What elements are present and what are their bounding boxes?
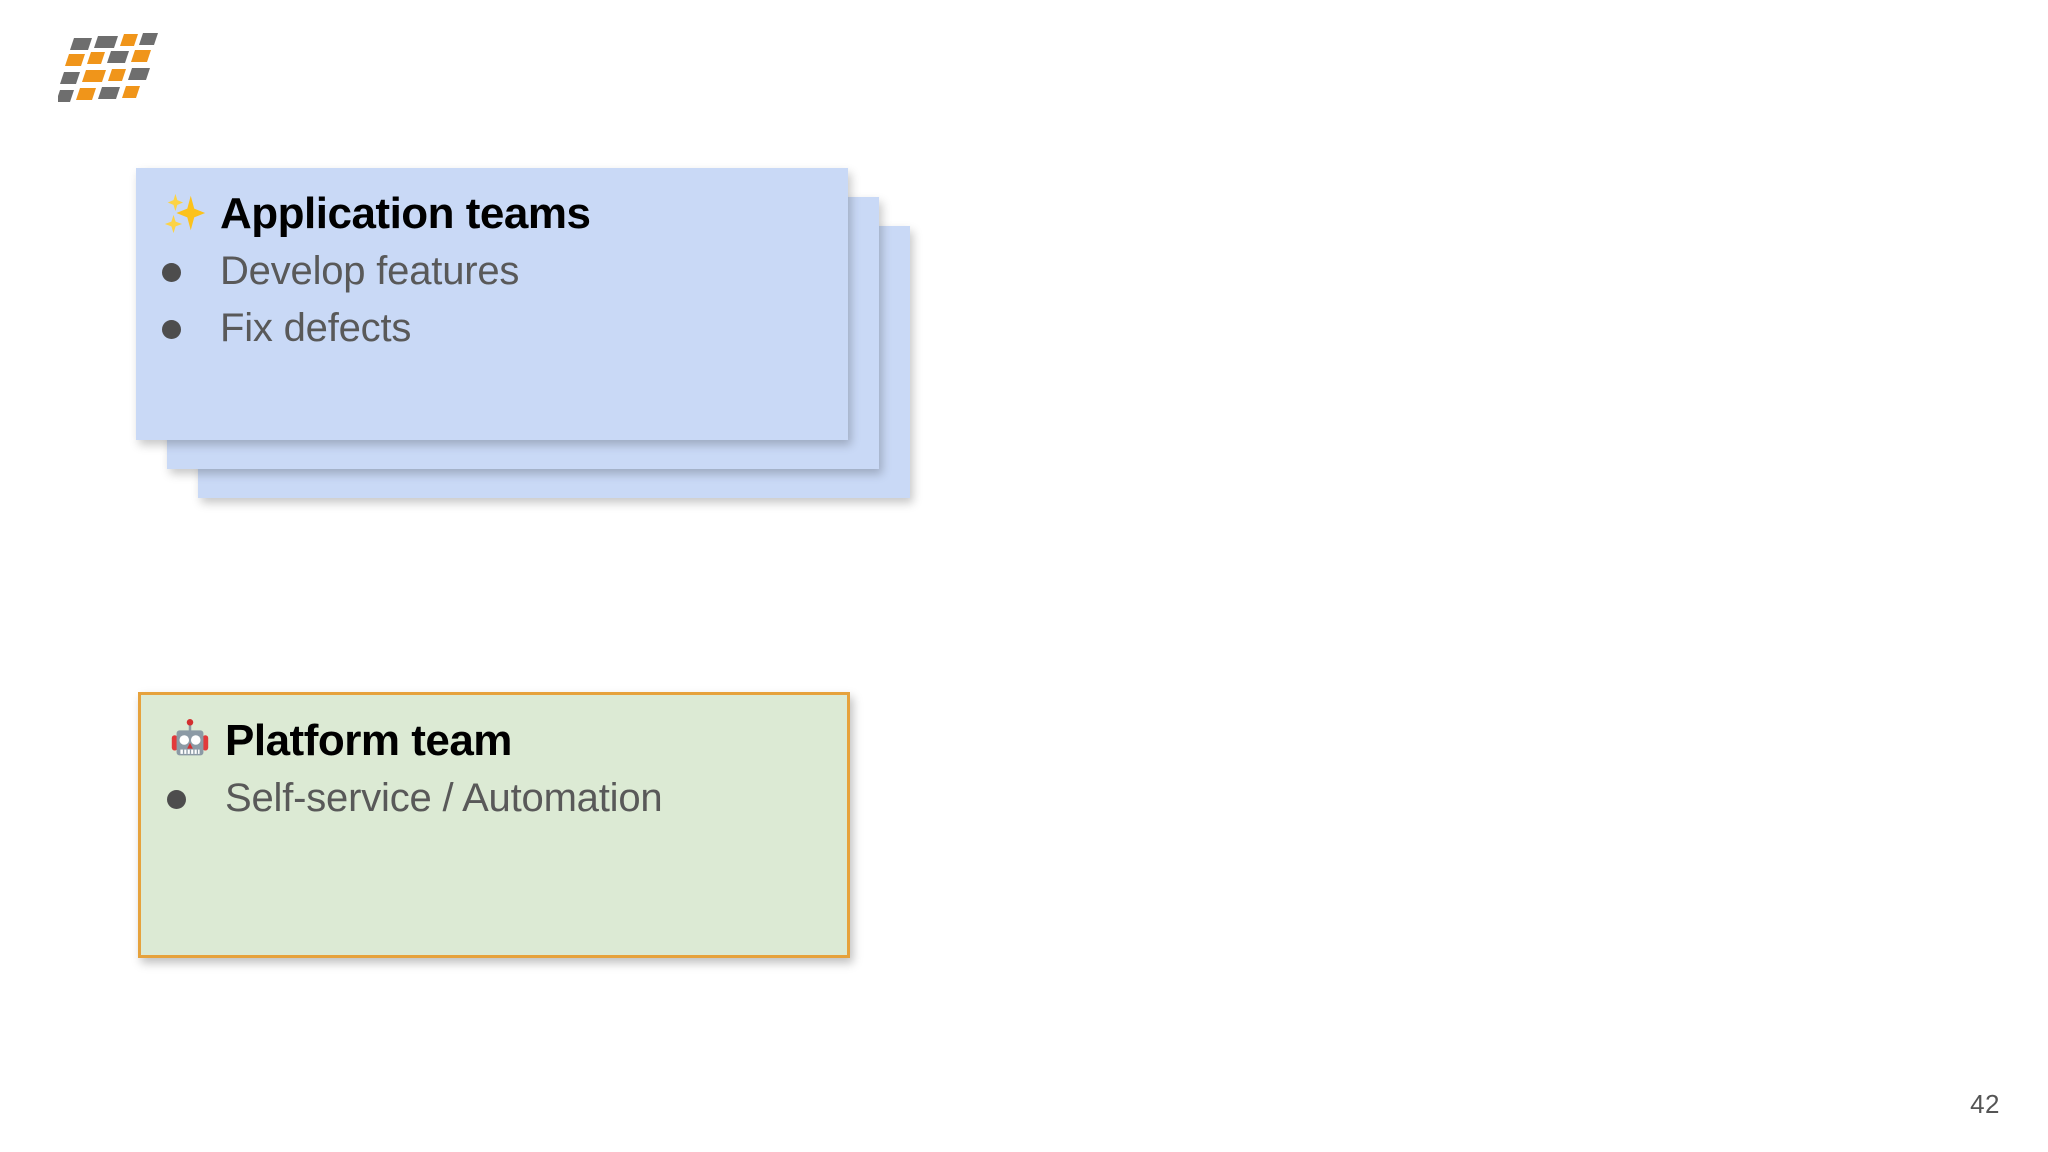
bullet-dot-icon xyxy=(162,262,181,282)
card-bullet-list: Develop features Fix defects xyxy=(162,244,822,356)
card-platform-team[interactable]: Platform team Self-service / Automation xyxy=(138,692,850,958)
card-body: Platform team Self-service / Automation xyxy=(141,695,847,955)
bullet-text: Fix defects xyxy=(220,305,412,350)
stack-card-front[interactable]: Application teams Develop features Fix d… xyxy=(136,168,848,440)
card-title: Application teams xyxy=(220,189,591,238)
list-item: Self-service / Automation xyxy=(167,771,821,826)
robot-icon xyxy=(167,717,213,763)
bullet-text: Self-service / Automation xyxy=(225,775,663,820)
bullet-text: Develop features xyxy=(220,248,520,293)
card-application-teams[interactable]: Application teams Develop features Fix d… xyxy=(136,168,910,498)
card-bullet-list: Self-service / Automation xyxy=(167,771,821,826)
company-logo xyxy=(58,30,158,112)
bullet-dot-icon xyxy=(162,319,181,339)
list-item: Fix defects xyxy=(162,301,822,356)
card-title: Platform team xyxy=(225,716,512,765)
list-item: Develop features xyxy=(162,244,822,299)
card-body: Application teams Develop features Fix d… xyxy=(136,168,848,440)
card-title-row: Application teams xyxy=(162,190,822,238)
card-title-row: Platform team xyxy=(167,717,821,765)
sparkles-icon xyxy=(162,190,208,236)
bullet-dot-icon xyxy=(167,789,186,809)
page-number: 42 xyxy=(1970,1089,2000,1119)
